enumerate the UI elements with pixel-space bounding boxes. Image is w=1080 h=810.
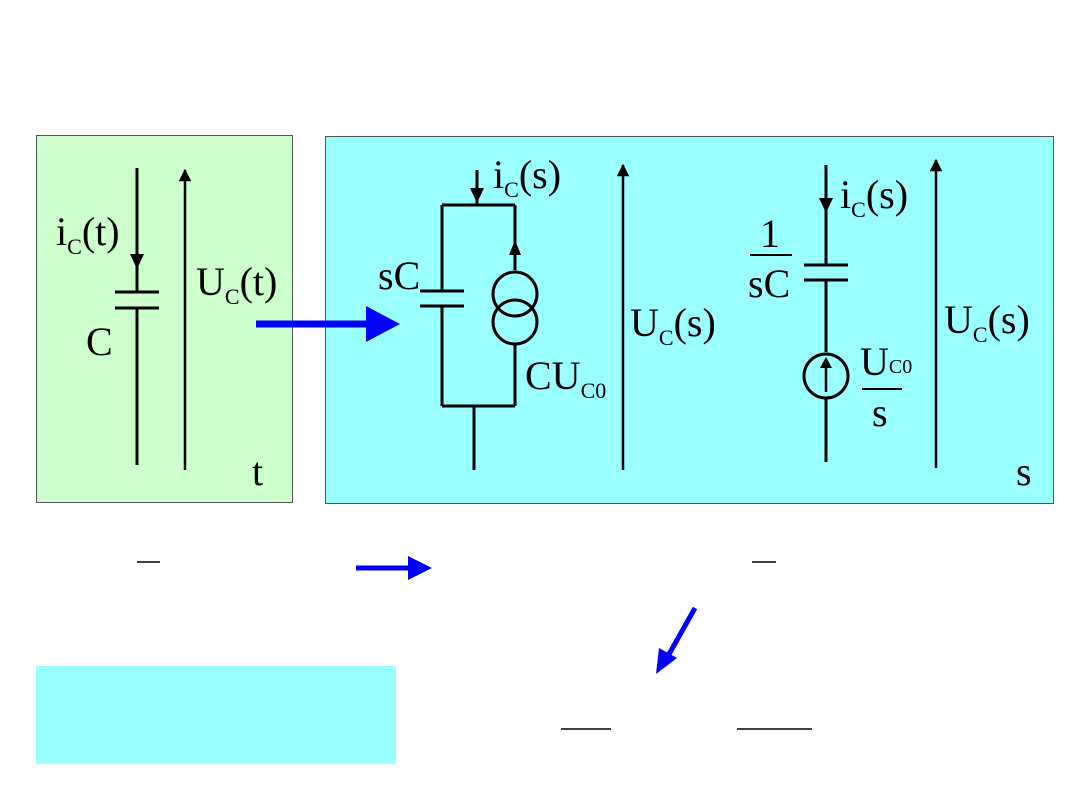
source-numerator: UC0 (860, 339, 913, 384)
parallel-voltage-label: UC(s) (630, 300, 716, 350)
main-transform-arrow-head-icon (366, 306, 400, 342)
current-source-circle-top (491, 270, 539, 318)
current-source-circle-bottom (491, 298, 539, 346)
equation-fraction-bars (137, 561, 812, 730)
s-domain-mark: s (1016, 449, 1032, 494)
series-current-label: iC(s) (840, 172, 909, 222)
small-right-arrow-head-icon (408, 556, 432, 580)
time-voltage-label: UC(t) (196, 259, 278, 309)
time-domain-circuit (115, 168, 192, 470)
s-domain-panel (325, 136, 1054, 504)
capacitor-label: C (86, 319, 113, 364)
time-current-arrow-icon (130, 254, 144, 269)
diagonal-arrow-head-icon (656, 648, 677, 674)
time-domain-mark: t (252, 449, 264, 494)
admittance-label: sC (378, 253, 421, 298)
transform-arrows (256, 306, 698, 674)
impedance-denominator: sC (748, 261, 791, 306)
current-source-direction-icon (509, 240, 521, 255)
current-source-label: CUC0 (525, 353, 607, 403)
impedance-numerator: 1 (760, 211, 780, 256)
time-domain-panel (36, 135, 293, 503)
time-current-label: iC(t) (56, 209, 120, 259)
source-denominator: s (872, 390, 888, 435)
series-current-arrow-icon (819, 198, 833, 213)
parallel-circuit (420, 163, 630, 470)
series-voltage-label: UC(s) (944, 297, 1030, 347)
voltage-source-direction-icon (820, 357, 832, 368)
parallel-current-label: iC(s) (493, 152, 562, 202)
note-box (36, 666, 396, 764)
parallel-current-arrow-icon (470, 188, 484, 203)
series-circuit (802, 158, 943, 468)
diagonal-arrow-shaft (665, 606, 698, 658)
